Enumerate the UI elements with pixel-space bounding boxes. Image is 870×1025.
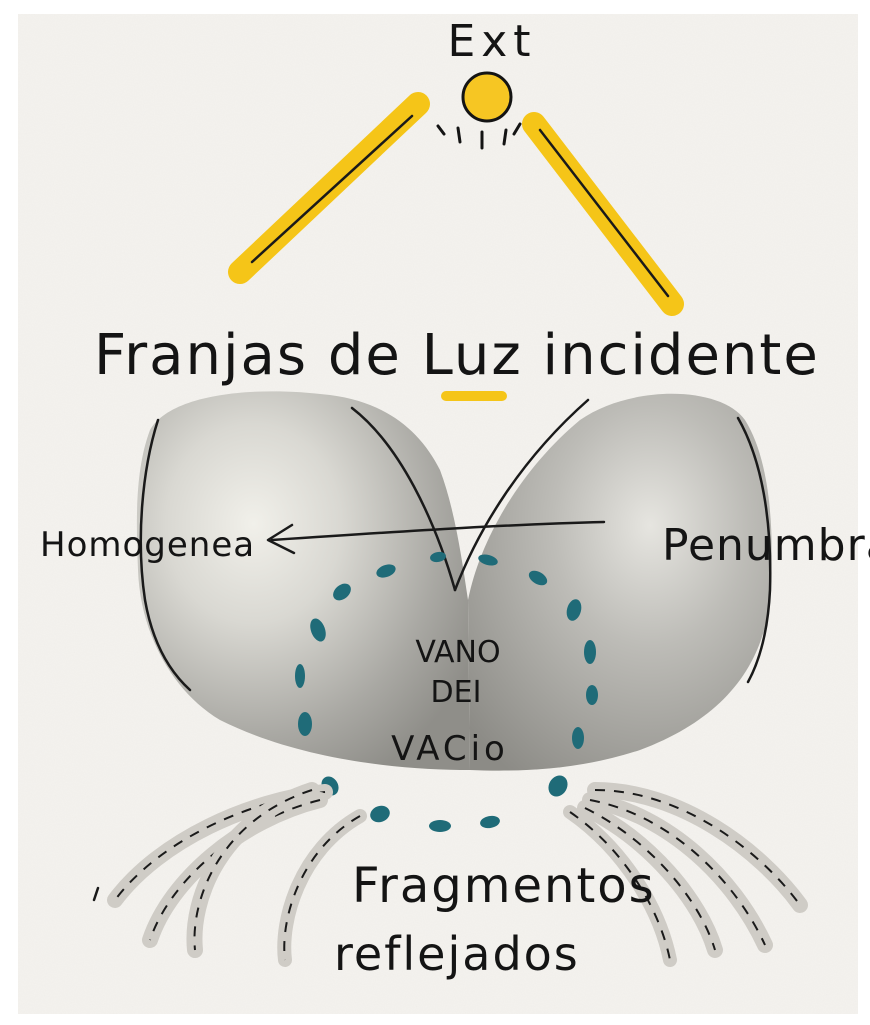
- ext-label: Ext: [447, 16, 536, 67]
- title-part1: Franjas de: [94, 323, 422, 388]
- vano-line2: DEI: [431, 675, 482, 710]
- fragmentos-line1: Fragmentos: [352, 858, 656, 914]
- vano-line3: VACio: [391, 729, 509, 769]
- title-luz: Luz: [422, 323, 523, 388]
- fragmentos-line2: reflejados: [334, 927, 580, 981]
- vano-line1: VANO: [415, 635, 500, 670]
- penumbra-label: Penumbra: [662, 520, 870, 571]
- homogenea-label: Homogenea: [40, 525, 255, 565]
- title-text: Franjas de Luz incidente: [94, 323, 820, 388]
- title-part2: incidente: [523, 323, 820, 388]
